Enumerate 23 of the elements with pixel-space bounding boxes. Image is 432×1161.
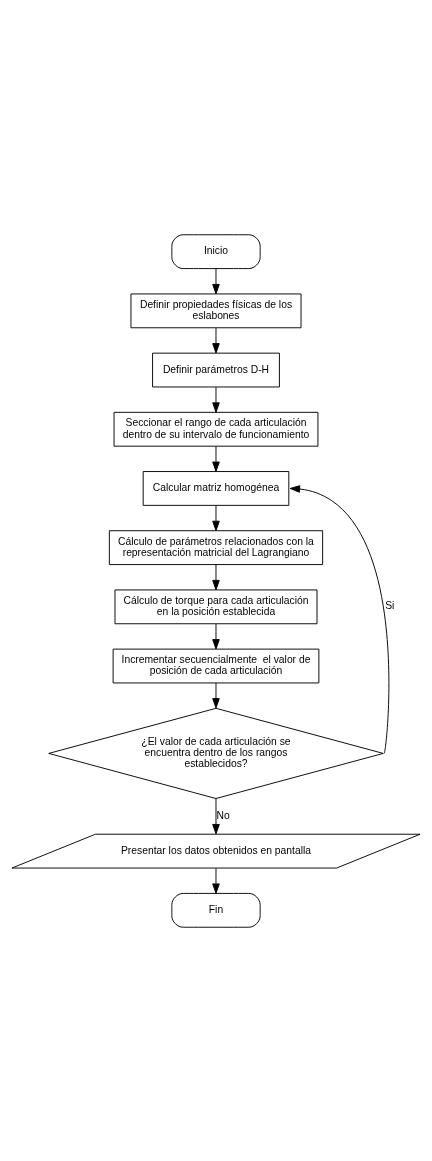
node-box: Incrementar secuencialmente el valor de posición de cada articulación [112, 648, 320, 683]
edge-label: No [216, 809, 230, 821]
node-box: Definir propiedades físicas de los eslabones [130, 292, 302, 328]
arrow [212, 327, 220, 353]
arrow [212, 563, 220, 590]
arrow [212, 623, 220, 649]
arrow [212, 504, 220, 531]
node-box: Fin [171, 892, 261, 928]
arrow [212, 445, 220, 472]
node-box: Cálculo de torque para cada articulación en la posición establecida [114, 588, 318, 624]
node-diamond: ¿El valor de cada articulación se encuentra dentro de los rangos establecidos? [48, 707, 384, 799]
node-box: Seccionar el rango de cada articulación dentro de su intervalo de funcionamiento [113, 411, 319, 447]
arrow [289, 484, 390, 754]
arrow [212, 867, 220, 894]
node-box: Cálculo de parámetros relacionados con la representación matricial del Lagrangiano [108, 529, 324, 565]
arrow [212, 797, 220, 834]
node-box: Definir parámetros D-H [152, 352, 280, 387]
node-box: Inicio [171, 233, 261, 269]
node-box: Calcular matriz homogénea [142, 470, 290, 506]
arrow [212, 682, 220, 708]
arrow [212, 386, 220, 413]
edge-label: Si [385, 599, 395, 611]
arrow [212, 267, 220, 294]
